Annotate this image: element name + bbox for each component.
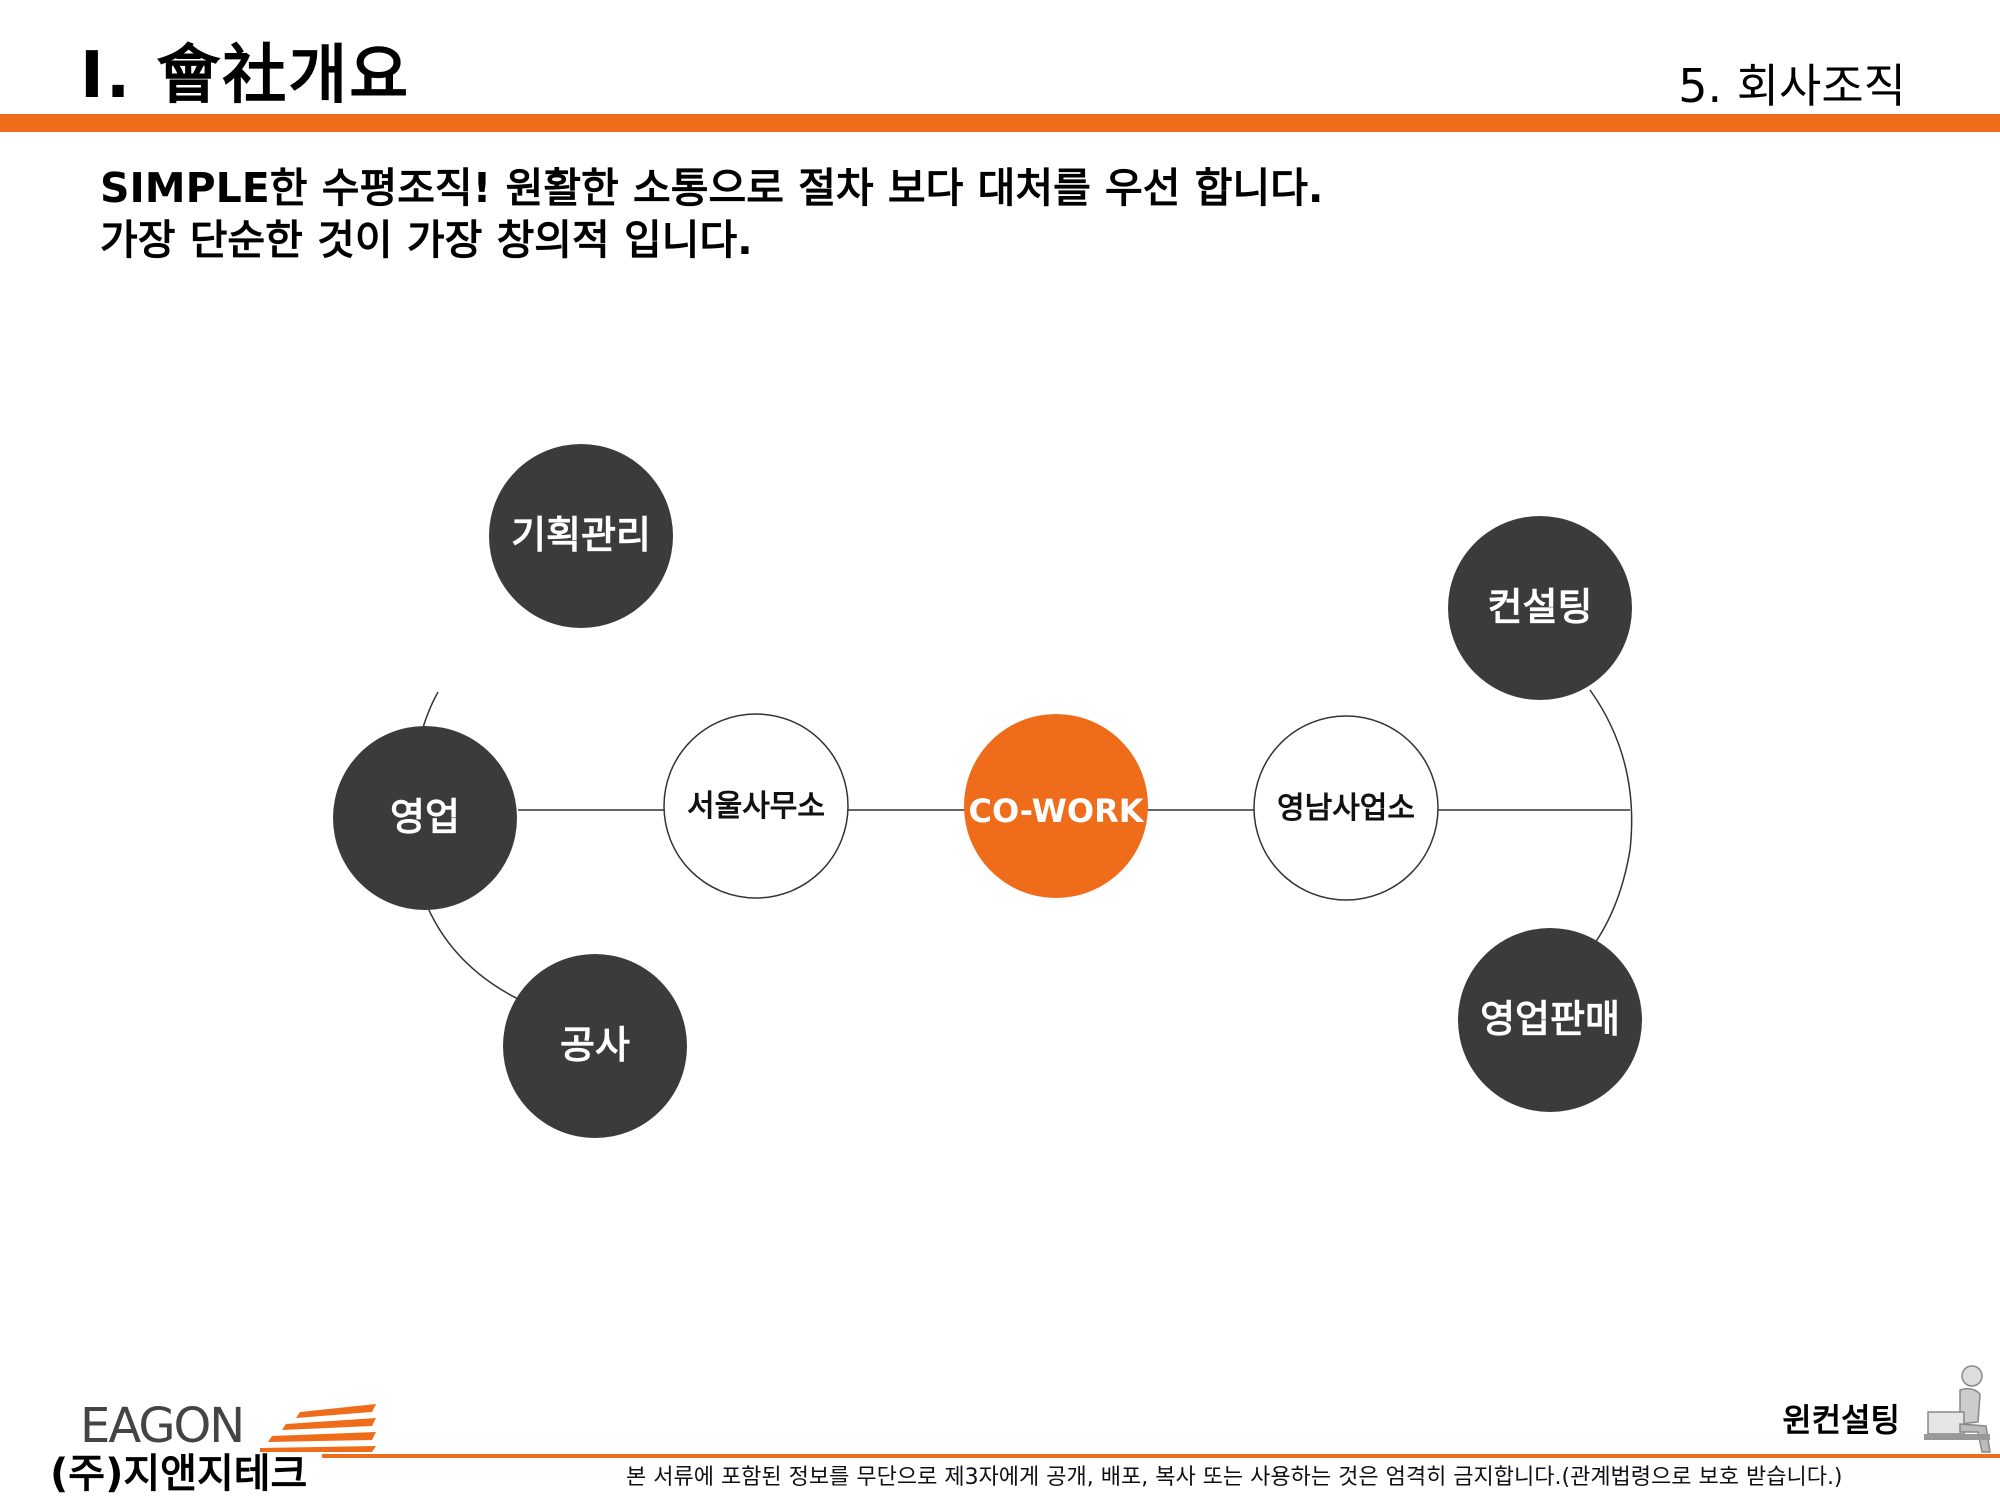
node-seoul-office: 서울사무소 (663, 713, 849, 899)
node-cowork: CO-WORK (964, 714, 1148, 898)
company-name: (주)지앤지테크 (50, 1451, 308, 1497)
section-title: Ⅰ. 會社개요 (80, 39, 411, 113)
node-consulting: 컨설팅 (1448, 516, 1632, 700)
logo-text: EAGON (80, 1398, 245, 1454)
partner-name: 윈컨설팅 (1782, 1401, 1900, 1439)
node-sales-label: 영업 (390, 795, 460, 839)
header-divider (0, 114, 2000, 132)
node-consulting-label: 컨설팅 (1488, 585, 1593, 629)
node-sales-distribution: 영업판매 (1458, 928, 1642, 1112)
node-cowork-label: CO-WORK (968, 792, 1144, 830)
node-yeongnam-office: 영남사업소 (1253, 715, 1439, 901)
confidentiality-notice: 본 서류에 포함된 정보를 무단으로 제3자에게 공개, 배포, 복사 또는 사… (626, 1465, 1843, 1490)
node-construction: 공사 (503, 954, 687, 1138)
node-yeongnam-office-label: 영남사업소 (1277, 791, 1415, 826)
right-arc (1589, 689, 1633, 951)
node-planning-label: 기획관리 (511, 513, 651, 557)
node-construction-label: 공사 (560, 1023, 630, 1067)
node-sales: 영업 (333, 726, 517, 910)
node-planning: 기획관리 (489, 444, 673, 628)
node-seoul-office-label: 서울사무소 (687, 789, 825, 824)
headline-line-1: SIMPLE한 수평조직! 원활한 소통으로 절차 보다 대처를 우선 합니다. (100, 164, 1324, 212)
footer-divider (322, 1454, 2000, 1458)
logo-stripes-icon (260, 1404, 376, 1452)
subsection-title: 5. 회사조직 (1678, 59, 1906, 113)
headline-line-2: 가장 단순한 것이 가장 창의적 입니다. (100, 216, 753, 264)
seated-person-icon (1924, 1365, 1991, 1453)
node-sales-distribution-label: 영업판매 (1480, 997, 1620, 1041)
